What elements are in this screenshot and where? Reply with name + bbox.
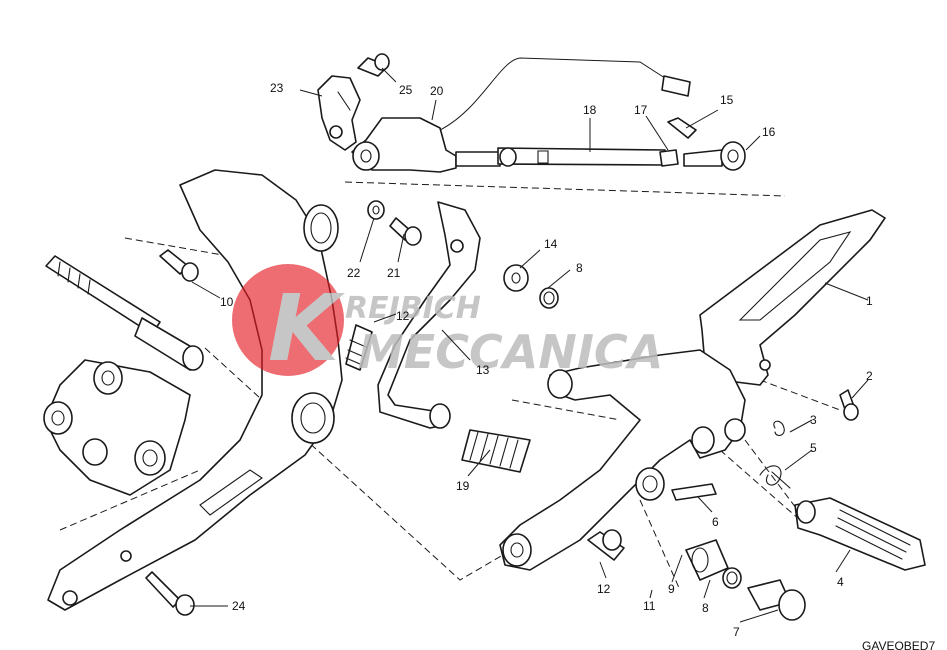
label-part-8a: 8 (576, 261, 583, 275)
label-part-1: 1 (866, 294, 873, 308)
footpeg-bracket (499, 349, 746, 571)
label-part-17: 17 (634, 103, 648, 117)
footpeg (794, 497, 926, 571)
label-part-7: 7 (733, 625, 740, 639)
leader-lines (190, 67, 869, 623)
label-part-16: 16 (762, 125, 776, 139)
label-part-12a: 12 (396, 309, 410, 323)
label-part-24: 24 (232, 599, 246, 613)
label-part-9: 9 (668, 582, 675, 596)
watermark-logo-circle (232, 264, 344, 376)
washers (367, 200, 742, 589)
label-part-14: 14 (544, 237, 558, 251)
label-part-22: 22 (347, 266, 361, 280)
label-part-8b: 8 (702, 601, 709, 615)
screws (145, 53, 859, 616)
gear-lever (377, 201, 481, 429)
label-part-19: 19 (456, 479, 470, 493)
watermark: K REJBICH MECCANICA (232, 264, 663, 382)
label-part-13: 13 (476, 363, 490, 377)
rear-mount-bracket (43, 359, 191, 496)
label-part-20: 20 (430, 84, 444, 98)
label-part-23: 23 (270, 81, 284, 95)
sensor-bracket (317, 75, 361, 151)
footpeg-hardware (671, 420, 806, 621)
label-part-25: 25 (399, 83, 413, 97)
drawing-code: GAVEOBED7 (862, 639, 935, 650)
label-part-11: 11 (643, 599, 656, 613)
label-part-10: 10 (220, 295, 234, 309)
callout-numbers: 1 2 3 4 5 6 7 8 8 9 10 11 12 12 13 14 15… (220, 81, 935, 650)
label-part-6: 6 (712, 515, 719, 529)
label-part-5: 5 (810, 441, 817, 455)
shift-rod-assembly (351, 57, 746, 173)
watermark-line2: MECCANICA (358, 325, 663, 379)
label-part-4: 4 (837, 575, 844, 589)
lever-rubber (461, 429, 531, 473)
label-part-2: 2 (866, 369, 873, 383)
heel-plate (699, 209, 886, 386)
label-part-18: 18 (583, 103, 597, 117)
label-part-21: 21 (387, 266, 401, 280)
pivot-bolt (45, 255, 204, 371)
watermark-line1: REJBICH (345, 291, 481, 326)
watermark-logo-letter: K (268, 275, 345, 382)
label-part-12b: 12 (597, 582, 611, 596)
label-part-15: 15 (720, 93, 734, 107)
label-part-3: 3 (810, 413, 817, 427)
